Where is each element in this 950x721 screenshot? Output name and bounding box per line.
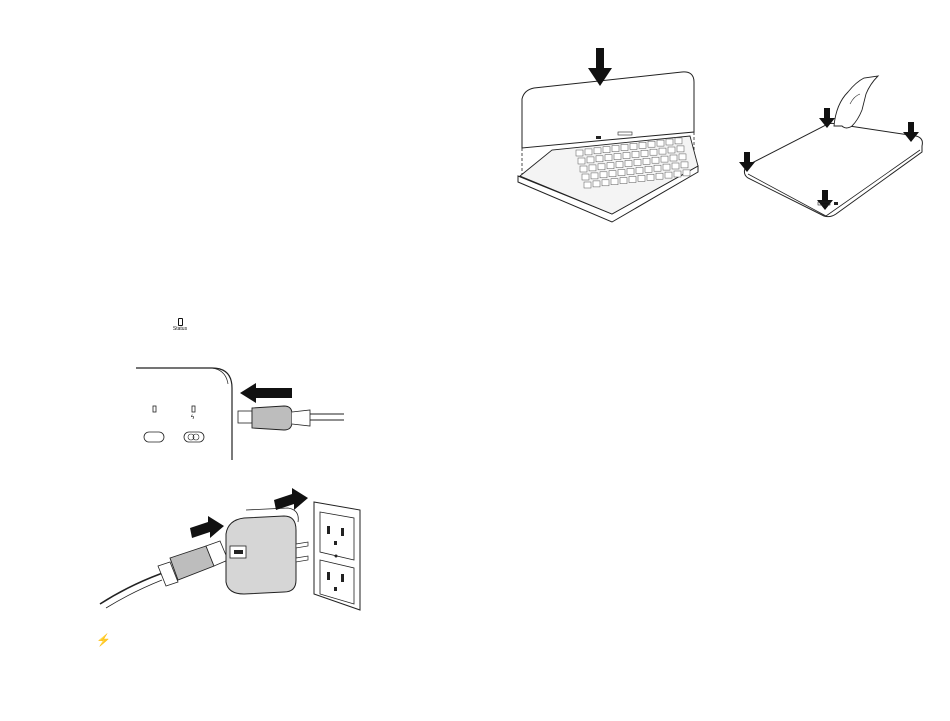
status-led-icon — [178, 318, 183, 326]
keyboard-key — [652, 157, 659, 163]
figure-adapter-outlet — [98, 486, 364, 614]
keyboard-key — [594, 148, 601, 154]
keyboard-key — [650, 149, 657, 155]
keyboard-key — [656, 173, 663, 179]
keyboard-key — [674, 171, 681, 177]
keyboard-key — [683, 170, 690, 176]
figure-connect-usb-keyboard: ϟ — [134, 362, 346, 462]
charging-bolt-icon: ⚡ — [96, 634, 111, 646]
keyboard-key — [616, 162, 623, 168]
keyboard-key — [582, 174, 589, 180]
keyboard-key — [672, 163, 679, 169]
keyboard-key — [630, 143, 637, 149]
keyboard-key — [584, 182, 591, 188]
keyboard-key — [625, 161, 632, 167]
keyboard-key — [591, 173, 598, 179]
keyboard-key — [621, 145, 628, 151]
keyboard-key — [589, 165, 596, 171]
keyboard-key — [600, 172, 607, 178]
keyboard-key — [611, 179, 618, 185]
keyboard-key — [645, 166, 652, 172]
keyboard-key — [614, 154, 621, 160]
figure-press-corners — [738, 74, 928, 224]
keyboard-key — [620, 178, 627, 184]
status-indicator: Status — [168, 318, 192, 336]
keyboard-key — [576, 150, 583, 156]
keyboard-key — [647, 174, 654, 180]
keyboard-key — [612, 146, 619, 152]
keyboard-key — [648, 141, 655, 147]
keyboard-key — [654, 165, 661, 171]
keyboard-key — [632, 151, 639, 157]
svg-text:ϟ: ϟ — [191, 415, 195, 421]
keyboard-key — [679, 154, 686, 160]
keyboard-key — [657, 140, 664, 146]
keyboard-key — [661, 156, 668, 162]
keyboard-key — [605, 155, 612, 161]
keyboard-key — [578, 158, 585, 164]
keyboard-key — [618, 170, 625, 176]
keyboard-key — [598, 164, 605, 170]
keyboard-key — [665, 172, 672, 178]
keyboard-key — [636, 167, 643, 173]
keyboard-key — [663, 164, 670, 170]
keyboard-key — [659, 148, 666, 154]
keyboard-key — [643, 158, 650, 164]
keyboard-key — [666, 139, 673, 145]
keyboard-key — [607, 163, 614, 169]
keyboard-key — [602, 180, 609, 186]
keyboard-key — [623, 153, 630, 159]
keyboard-key — [603, 147, 610, 153]
keyboard-key — [609, 171, 616, 177]
keyboard-key — [629, 177, 636, 183]
keyboard-key — [641, 150, 648, 156]
keyboard-key — [639, 142, 646, 148]
keyboard-key — [681, 162, 688, 168]
keyboard-key — [596, 156, 603, 162]
keyboard-key — [585, 149, 592, 155]
status-label: Status — [168, 326, 192, 332]
keyboard-key — [668, 147, 675, 153]
keyboard-key — [587, 157, 594, 163]
keyboard-key — [580, 166, 587, 172]
keyboard-key — [627, 169, 634, 175]
keyboard-key — [634, 159, 641, 165]
keyboard-key — [638, 175, 645, 181]
figure-ipad-insert — [512, 44, 712, 230]
keyboard-key — [593, 181, 600, 187]
keyboard-key — [675, 138, 682, 144]
keyboard-key — [677, 146, 684, 152]
keyboard-key — [670, 155, 677, 161]
